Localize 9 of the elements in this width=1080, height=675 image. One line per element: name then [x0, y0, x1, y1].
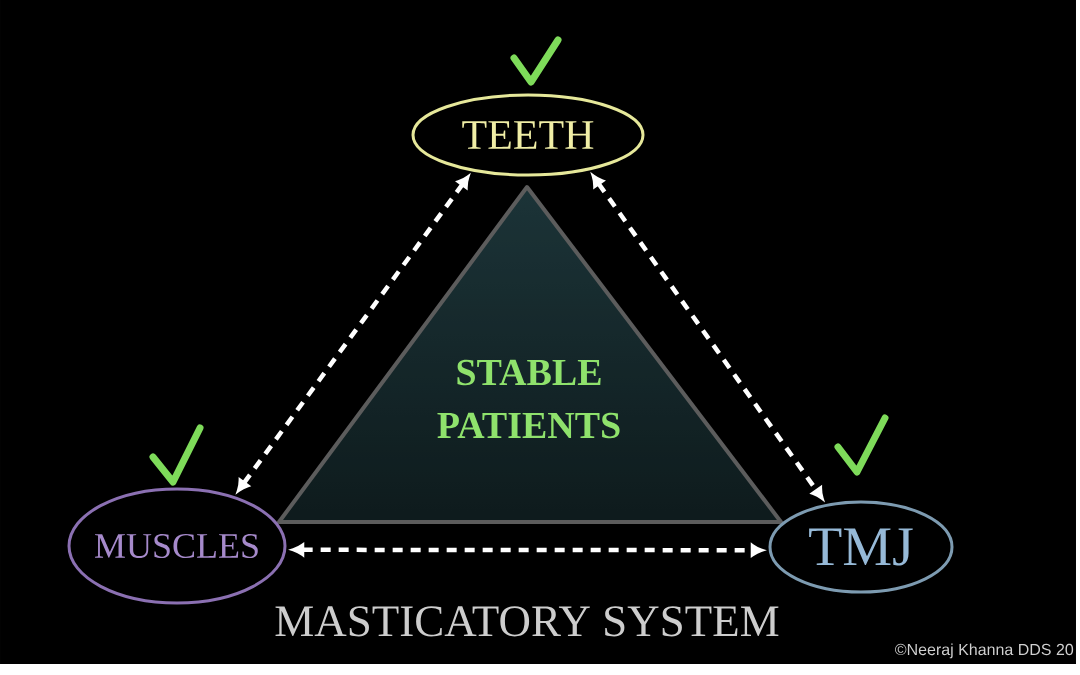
double-arrow [291, 543, 764, 557]
caption: MASTICATORY SYSTEM [275, 606, 779, 637]
double-arrow [591, 174, 824, 500]
oval-node: TMJ [768, 500, 954, 594]
oval-node: MUSCLES [67, 487, 287, 605]
node-title: STABLE PATIENTS [437, 359, 620, 439]
copyright-notice: ©Neeraj Khanna DDS 20 [895, 643, 1074, 659]
oval-node: TEETH [411, 93, 645, 177]
double-arrow [236, 175, 470, 493]
